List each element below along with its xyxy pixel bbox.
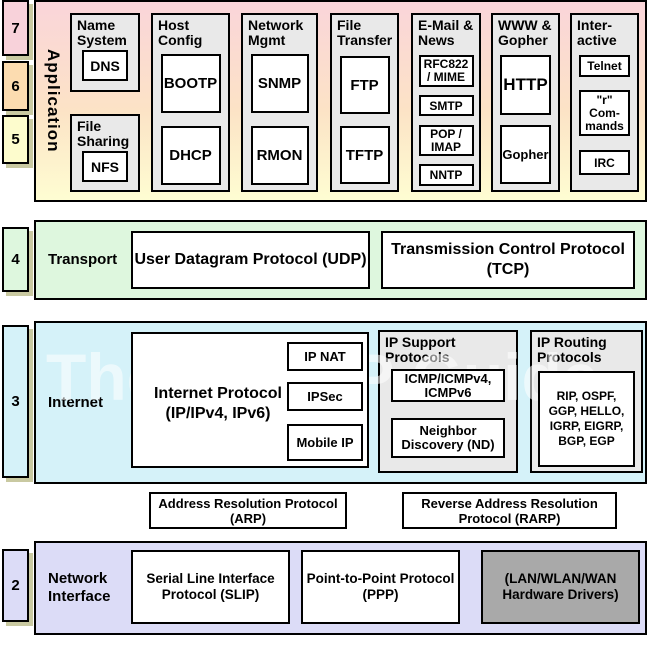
internet-layer-label: Internet [48, 393, 104, 411]
osi-layer-3-badge: 3 [2, 325, 29, 478]
transport-layer-label: Transport [48, 251, 118, 268]
group-file-transfer-title: File Transfer [337, 17, 393, 48]
network-interface-layer-panel: Network Interface Serial Line Interface … [34, 541, 647, 635]
group-ip-support-title: IP Support Protocols [385, 334, 456, 365]
protocol-snmp: SNMP [250, 54, 309, 113]
protocol-dhcp: DHCP [160, 126, 221, 185]
protocol-dns: DNS [82, 50, 128, 81]
protocol-telnet: Telnet [579, 55, 630, 77]
osi-layer-7-number: 7 [11, 19, 20, 37]
osi-layer-6-number: 6 [11, 77, 20, 95]
protocol-pop-imap: POP / IMAP [418, 125, 474, 156]
group-name-system-title: Name System [77, 17, 127, 48]
group-email-news-title: E-Mail & News [418, 17, 474, 48]
group-interactive: Inter-active Telnet "r" Com- mands IRC [570, 13, 639, 192]
osi-layer-2-number: 2 [11, 577, 20, 594]
osi-layer-6-badge: 6 [2, 61, 29, 111]
group-ip-routing-protocols: IP Routing Protocols RIP, OSPF, GGP, HEL… [530, 330, 643, 473]
group-file-transfer: File Transfer FTP TFTP [330, 13, 399, 192]
osi-layer-7-badge: 7 [2, 0, 29, 56]
protocol-ppp: Point-to-Point Protocol (PPP) [301, 550, 460, 624]
protocol-tftp: TFTP [339, 126, 390, 184]
osi-layer-5-badge: 5 [2, 115, 29, 164]
transport-layer-panel: Transport User Datagram Protocol (UDP) T… [34, 220, 647, 300]
group-network-mgmt: Network Mgmt SNMP RMON [241, 13, 318, 192]
protocol-gopher: Gopher [500, 125, 551, 184]
protocol-smtp: SMTP [418, 95, 474, 116]
group-file-sharing-title: File Sharing [77, 118, 130, 149]
protocol-ftp: FTP [339, 56, 390, 114]
protocol-bootp: BOOTP [160, 54, 221, 113]
osi-layer-4-badge: 4 [2, 227, 29, 292]
group-host-config-title: Host Config [158, 17, 203, 48]
protocol-ip-title: Internet Protocol (IP/IPv4, IPv6) [153, 385, 282, 422]
protocol-ip-box: Internet Protocol (IP/IPv4, IPv6) IP NAT… [131, 332, 369, 468]
protocol-slip: Serial Line Interface Protocol (SLIP) [131, 550, 290, 624]
hardware-drivers-box: (LAN/WLAN/WAN Hardware Drivers) [481, 550, 640, 624]
protocol-irc: IRC [579, 150, 630, 175]
group-email-news: E-Mail & News RFC822 / MIME SMTP POP / I… [411, 13, 481, 192]
protocol-ipsec: IPSec [287, 382, 363, 411]
protocol-icmp: ICMP/ICMPv4, ICMPv6 [391, 369, 505, 402]
group-host-config: Host Config BOOTP DHCP [151, 13, 230, 192]
group-name-system: Name System DNS [70, 13, 140, 92]
protocol-rmon: RMON [250, 126, 309, 185]
application-layer-label: Application [44, 49, 63, 153]
group-file-sharing: File Sharing NFS [70, 114, 140, 192]
protocol-nntp: NNTP [418, 164, 474, 186]
protocol-r-commands: "r" Com- mands [579, 90, 630, 136]
protocol-arp: Address Resolution Protocol (ARP) [149, 492, 347, 529]
network-interface-layer-label: Network Interface [48, 570, 111, 605]
protocol-ip-nat: IP NAT [287, 342, 363, 371]
group-www-gopher: WWW & Gopher HTTP Gopher [491, 13, 560, 192]
protocol-udp: User Datagram Protocol (UDP) [131, 231, 370, 289]
protocol-nfs: NFS [82, 151, 128, 182]
protocol-routing-list: RIP, OSPF, GGP, HELLO, IGRP, EIGRP, BGP,… [538, 371, 635, 467]
osi-layer-4-number: 4 [11, 251, 20, 268]
internet-layer-panel: Internet IP Support Protocols ICMP/ICMPv… [34, 321, 647, 484]
protocol-rarp: Reverse Address Resolution Protocol (RAR… [402, 492, 617, 529]
group-ip-routing-title: IP Routing Protocols [537, 334, 607, 365]
protocol-neighbor-discovery: Neighbor Discovery (ND) [391, 418, 505, 458]
group-network-mgmt-title: Network Mgmt [248, 17, 304, 48]
group-ip-support-protocols: IP Support Protocols ICMP/ICMPv4, ICMPv6… [378, 330, 518, 473]
osi-layer-5-number: 5 [11, 131, 20, 148]
group-www-gopher-title: WWW & Gopher [498, 17, 552, 48]
protocol-rfc822-mime: RFC822 / MIME [418, 55, 474, 87]
osi-layer-2-badge: 2 [2, 549, 29, 622]
osi-layer-3-number: 3 [11, 393, 20, 410]
application-layer-panel: Application Name System DNS File Sharing… [34, 0, 647, 202]
protocol-http: HTTP [500, 55, 551, 115]
protocol-mobile-ip: Mobile IP [287, 424, 363, 461]
protocol-tcp: Transmission Control Protocol (TCP) [381, 231, 635, 289]
group-interactive-title: Inter-active [577, 17, 617, 48]
